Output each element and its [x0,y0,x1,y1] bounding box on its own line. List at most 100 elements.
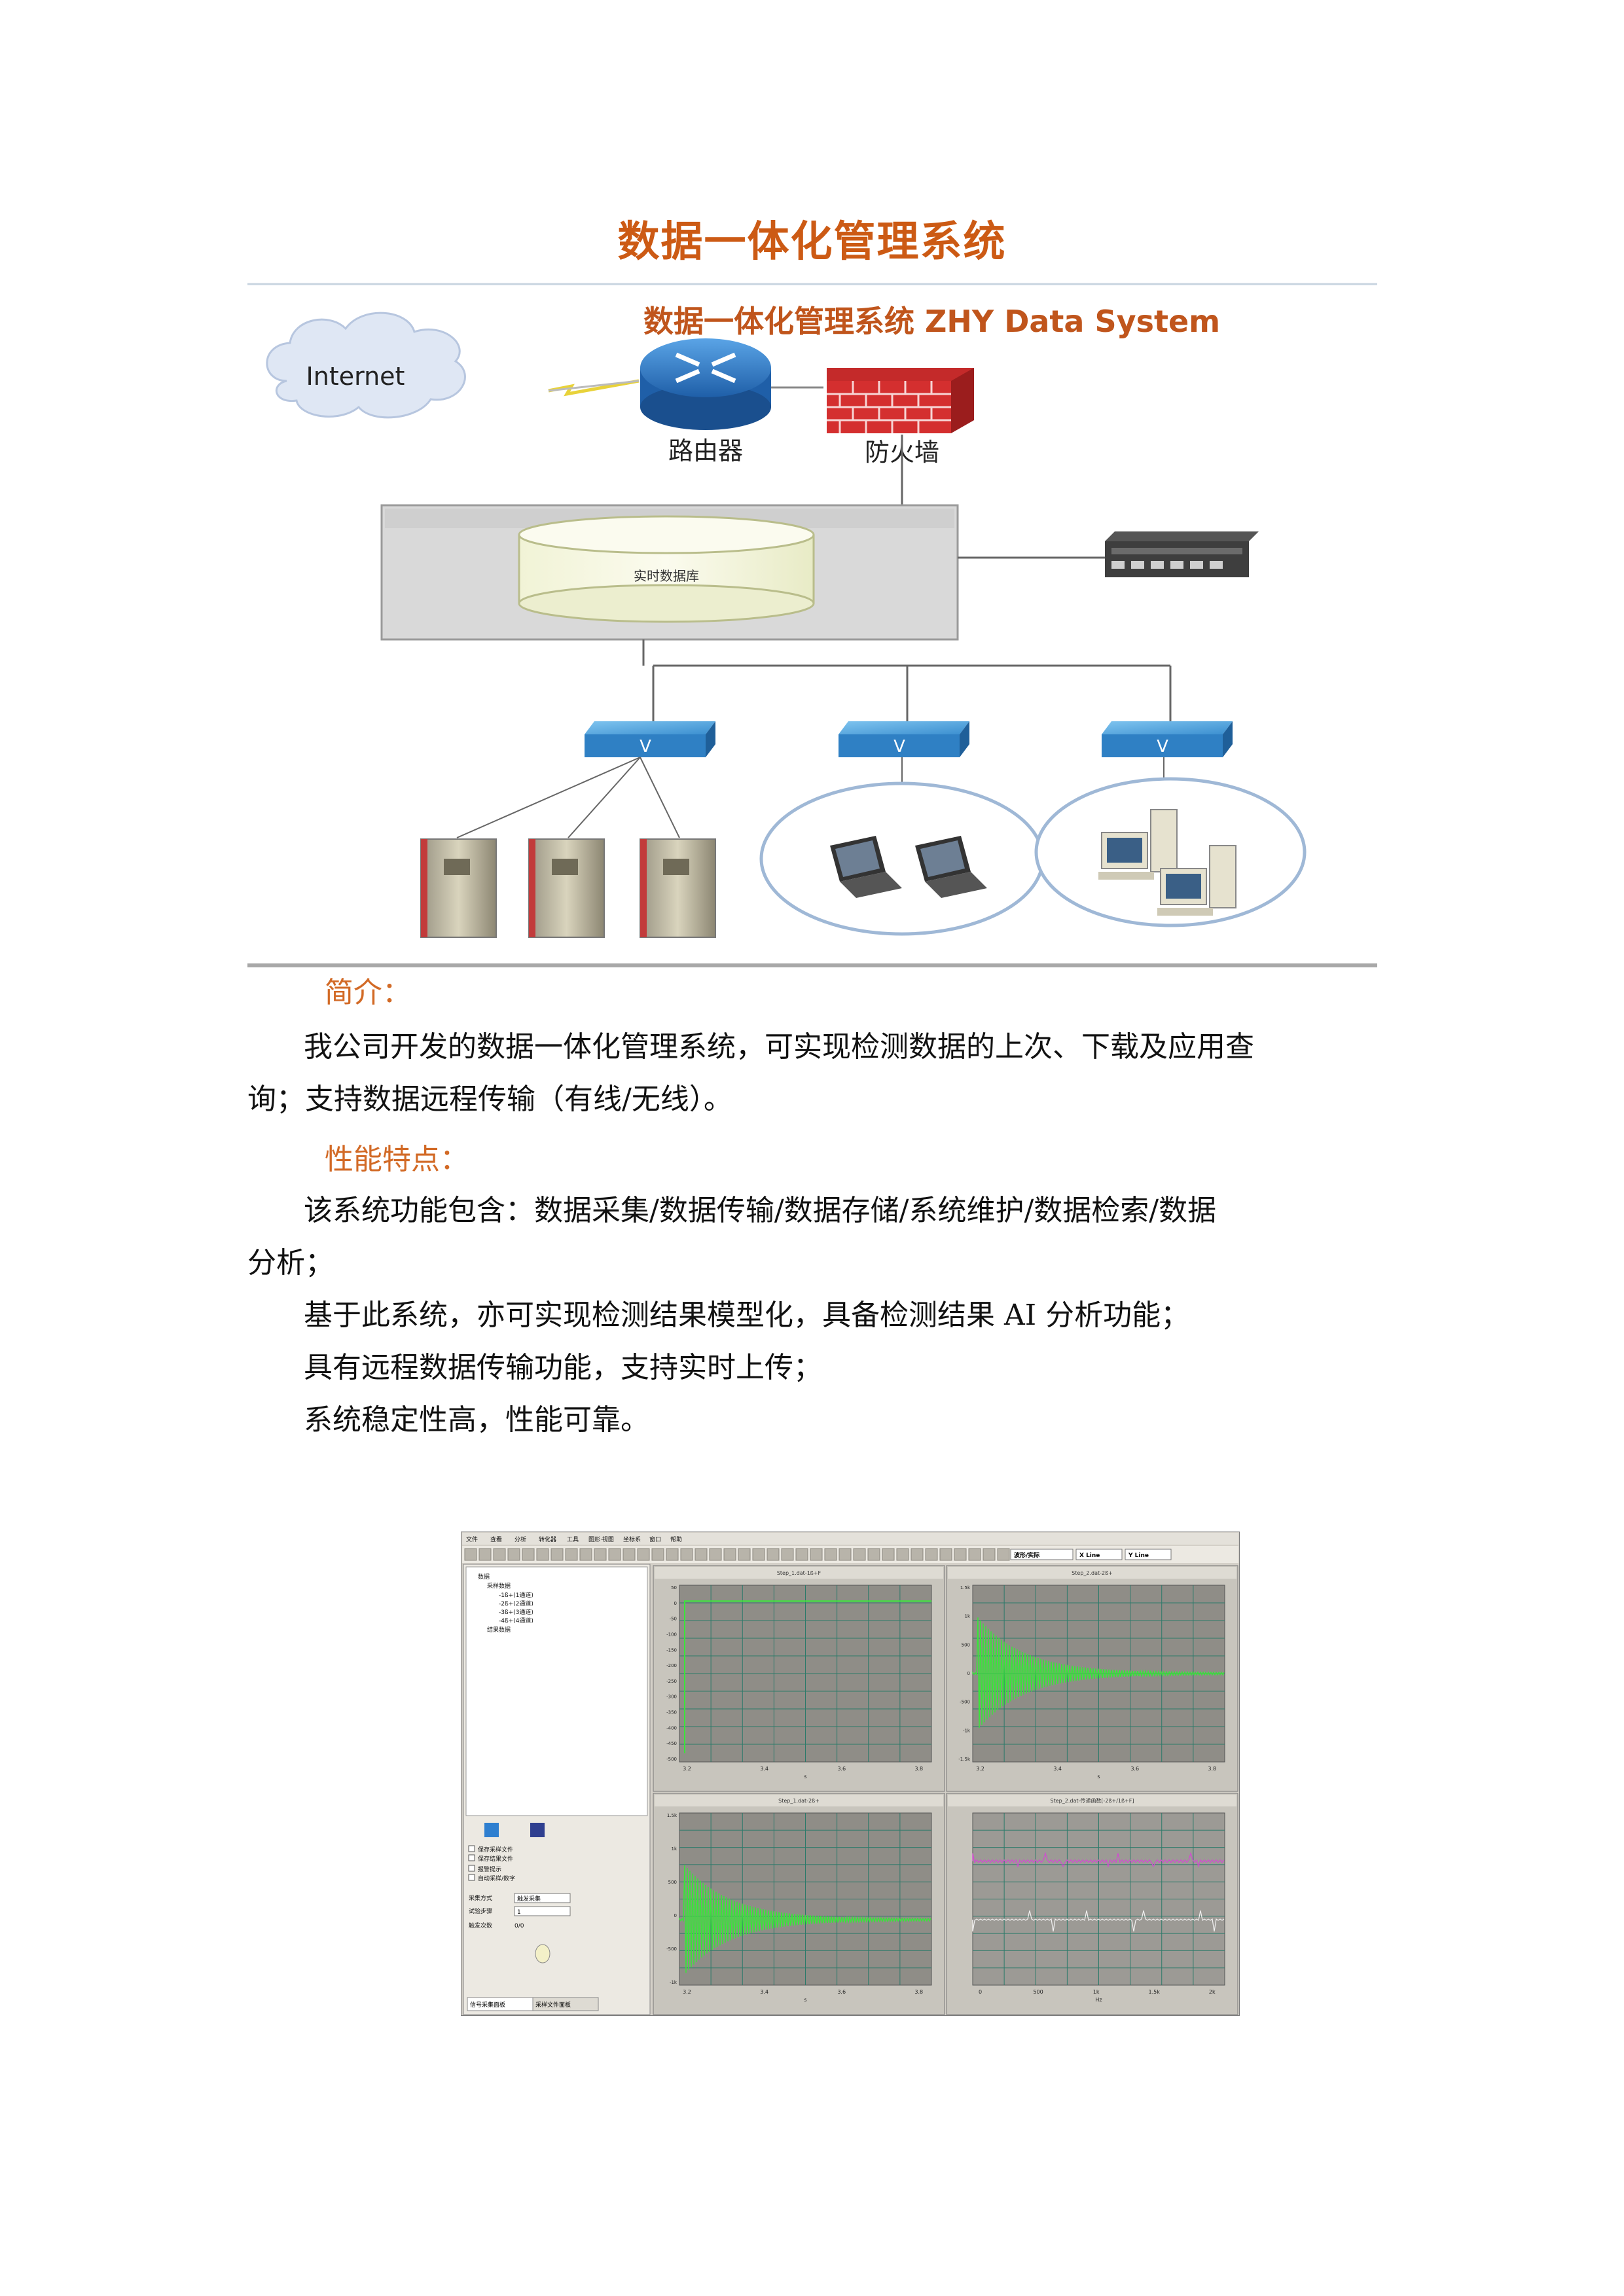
checkbox-label[interactable]: 自动采样/数字 [478,1874,515,1882]
chart-panels: Step_1.dat-1ß+F 3.2 3.4 3.6 3.8 50 0 -50 -100 -15… [653,1565,1238,2015]
laptop-icon [915,836,987,898]
intro-paragraph-line: 我公司开发的数据一体化管理系统，可实现检测数据的上次、下载及应用查 [304,1030,1254,1064]
software-screenshot: 文件 查看 分析 转化器 工具 图形·视图 坐标系 窗口 帮助 波形/实际 X … [461,1532,1240,2016]
tree-item[interactable]: -3ß+(3通道) [499,1608,533,1616]
x-tick-label: 2k [1209,1989,1216,1995]
features-heading: 性能特点： [325,1143,469,1176]
y-tick-label: -500 [960,1700,970,1705]
y-tick-label: 1.5k [960,1585,971,1590]
internet-label: Internet [306,362,405,391]
y-tick-label: 1k [964,1614,970,1619]
y-tick-label: -150 [666,1647,677,1653]
diagram-header: 数据一体化管理系统 ZHY Data System [643,304,1220,339]
y-tick-label: -500 [666,1946,677,1952]
y-tick-label: 50 [671,1585,677,1590]
tab-signal-panel[interactable]: 信号采集面板 [470,2001,505,2009]
form-value[interactable]: 触发采集 [517,1895,541,1903]
menu-item[interactable]: 工具 [567,1536,579,1543]
checkbox-label[interactable]: 保存结果文件 [478,1855,513,1863]
plot-title: Step_2.dat-2ß+ [1072,1570,1113,1576]
tree-item[interactable]: 采样数据 [487,1582,511,1590]
y-line-combo[interactable]: Y Line [1128,1552,1149,1559]
checkbox-label[interactable]: 保存采样文件 [478,1846,513,1854]
y-tick-label: -100 [666,1632,677,1637]
checkbox-label[interactable]: 报警提示 [478,1865,501,1873]
plot-title: Step_2.dat-传递函数[-2ß+/1ß+F] [1051,1797,1134,1804]
x-tick-label: 3.8 [914,1989,923,1995]
tree-item[interactable]: -1ß+(1通道) [499,1591,533,1599]
rack-server-icon [1105,531,1259,577]
desktop-computer-icon [1157,845,1236,916]
stop-acquire-icon[interactable] [530,1823,545,1837]
x-tick-label: 3.2 [683,1989,691,1995]
menu-item[interactable]: 转化器 [539,1535,556,1543]
menu-item[interactable]: 坐标系 [623,1535,641,1543]
internet-cloud-icon: Internet [266,312,466,419]
y-tick-label: 1.5k [667,1813,677,1818]
x-tick-label: 3.4 [760,1766,768,1772]
tree-item[interactable]: 结果数据 [487,1626,511,1634]
tree-item[interactable]: 数据 [478,1573,490,1581]
form-label: 采集方式 [469,1894,492,1902]
x-tick-label: 3.4 [760,1989,768,1995]
signal-trace [972,1617,1225,1729]
y-tick-label: -300 [666,1695,677,1700]
mode-combo[interactable]: 波形/实际 [1014,1551,1039,1559]
x-axis-label: Hz [1095,1997,1102,2003]
svg-text:V: V [893,737,905,757]
form-value[interactable]: 1 [517,1909,521,1916]
tower-server-icon [420,838,497,938]
tree-item[interactable]: -2ß+(2通道) [499,1600,533,1607]
tab-file-panel[interactable]: 采样文件面板 [535,2001,571,2009]
menu-item[interactable]: 文件 [466,1535,478,1543]
menu-item[interactable]: 查看 [490,1535,502,1543]
switch-icon: V [1102,721,1233,757]
x-tick-label: 3.2 [976,1766,984,1772]
plot-title: Step_1.dat-1ß+F [777,1570,821,1576]
menu-item[interactable]: 窗口 [649,1535,661,1543]
menu-item[interactable]: 帮助 [670,1535,682,1543]
svg-text:V: V [640,737,651,757]
tree-item[interactable]: -4ß+(4通道) [499,1617,533,1624]
y-tick-label: -50 [670,1617,677,1622]
form-value: 0/0 [514,1923,524,1929]
plot-title: Step_1.dat-2ß+ [778,1798,820,1804]
y-tick-label: -450 [666,1741,677,1746]
y-tick-label: -500 [666,1757,677,1762]
y-tick-label: -250 [666,1679,677,1684]
switch-icon: V [839,721,969,757]
form-label: 触发次数 [469,1922,492,1929]
database-cylinder-icon: 实时数据库 [518,515,815,623]
x-tick-label: 3.6 [837,1989,846,1995]
tower-server-icon [528,838,605,938]
start-acquire-icon[interactable] [484,1823,499,1837]
network-diagram: 数据一体化管理系统 ZHY Data System Internet 路由器 防… [247,283,1377,969]
signal-trace [679,1865,931,1973]
magnitude-trace [972,1852,1225,1868]
x-tick-label: 3.2 [683,1766,691,1772]
features-paragraph-line: 基于此系统，亦可实现检测结果模型化，具备检测结果 AI 分析功能； [304,1299,1190,1332]
menu-item[interactable]: 图形·视图 [588,1535,614,1543]
form-label: 试验步骤 [469,1907,492,1915]
x-tick-label: 1.5k [1149,1989,1161,1995]
x-tick-label: 3.6 [1130,1766,1139,1772]
phase-trace [972,1910,1225,1932]
x-tick-label: 3.8 [1208,1766,1216,1772]
x-tick-label: 3.8 [914,1766,923,1772]
x-line-combo[interactable]: X Line [1079,1552,1100,1559]
menu-item[interactable]: 分析 [514,1535,526,1543]
laptop-icon [830,836,902,898]
y-tick-label: -350 [666,1710,677,1715]
y-tick-label: -200 [666,1663,677,1668]
x-tick-label: 3.4 [1053,1766,1062,1772]
toolbar-buttons[interactable] [464,1548,1010,1561]
x-tick-label: 3.6 [837,1766,846,1772]
x-axis-label: s [804,1997,806,2003]
switch-icon: V [585,721,715,757]
tower-server-icon [640,838,716,938]
x-tick-label: 0 [979,1989,982,1995]
